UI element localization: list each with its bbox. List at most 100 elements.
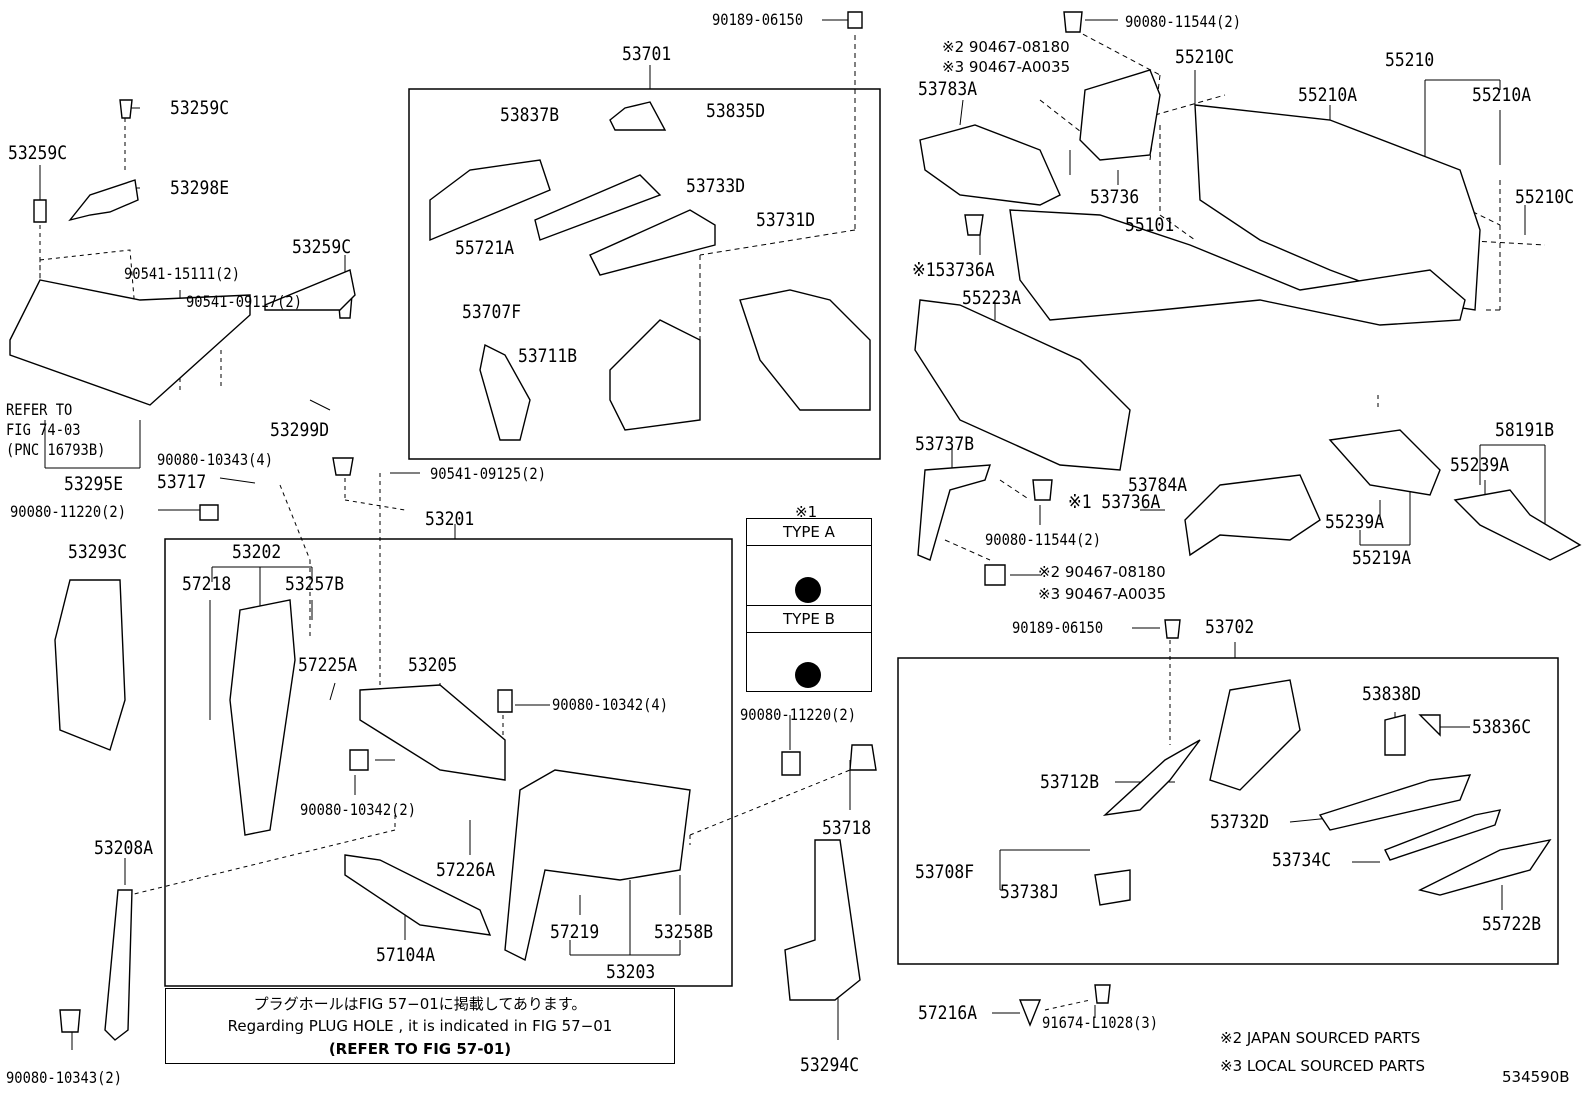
label-90541-09125[interactable]: 90541-09125(2)	[430, 464, 546, 483]
label-55210C-a[interactable]: 55210C	[1175, 46, 1235, 68]
label-90189-06150-mid[interactable]: 90189-06150	[1012, 618, 1104, 637]
footnote-japan: ※2 JAPAN SOURCED PARTS	[1220, 1029, 1421, 1047]
label-90080-10342-2[interactable]: 90080-10342(2)	[300, 800, 416, 819]
label-55721A[interactable]: 55721A	[455, 237, 515, 259]
label-53201[interactable]: 53201	[425, 508, 475, 530]
label-fig-74-03: FIG 74-03	[6, 420, 81, 439]
label-53717[interactable]: 53717	[157, 471, 207, 493]
label-90080-11220-mid[interactable]: 90080-11220(2)	[740, 705, 856, 724]
label-90080-11544-mid[interactable]: 90080-11544(2)	[985, 530, 1101, 549]
label-55210[interactable]: 55210	[1385, 49, 1435, 71]
label-57225A[interactable]: 57225A	[298, 654, 358, 676]
label-90080-10343-2[interactable]: 90080-10343(2)	[6, 1068, 122, 1087]
label-53736[interactable]: 53736	[1090, 186, 1140, 208]
label-55239A-b[interactable]: 55239A	[1325, 511, 1385, 533]
part-57104A	[344, 854, 492, 936]
label-90080-10343-4[interactable]: 90080-10343(4)	[157, 450, 273, 469]
label-53738J[interactable]: 53738J	[1000, 881, 1060, 903]
label-90467-A0035-mid[interactable]: ※3 90467-A0035	[1038, 585, 1167, 603]
label-55210A-a[interactable]: 55210A	[1298, 84, 1358, 106]
label-53203[interactable]: 53203	[606, 961, 656, 983]
part-53701-group	[429, 101, 871, 441]
type-a-label: TYPE A	[747, 519, 871, 546]
label-53835D[interactable]: 53835D	[706, 100, 766, 122]
part-53299D	[264, 269, 356, 311]
label-53259C-b[interactable]: 53259C	[8, 142, 68, 164]
label-53731D[interactable]: 53731D	[756, 209, 816, 231]
label-55210A-b[interactable]: 55210A	[1472, 84, 1532, 106]
label-55210C-b[interactable]: 55210C	[1515, 186, 1575, 208]
label-53711B[interactable]: 53711B	[518, 345, 578, 367]
label-90467-A0035-top[interactable]: ※3 90467-A0035	[942, 58, 1071, 76]
label-53259C-a[interactable]: 53259C	[170, 97, 230, 119]
label-53734C[interactable]: 53734C	[1272, 849, 1332, 871]
label-53205[interactable]: 53205	[408, 654, 458, 676]
part-55101	[1009, 209, 1466, 326]
type-legend-marker: ※1	[795, 503, 818, 521]
plug-note-jp: プラグホールはFIG 57−01に掲載してあります。	[253, 995, 587, 1013]
label-53736A-1[interactable]: ※153736A	[912, 259, 995, 281]
label-53259C-c[interactable]: 53259C	[292, 236, 352, 258]
group-box-53701	[408, 88, 881, 460]
footnote-local: ※3 LOCAL SOURCED PARTS	[1220, 1057, 1425, 1075]
label-90080-11220-left[interactable]: 90080-11220(2)	[10, 502, 126, 521]
label-53837B[interactable]: 53837B	[500, 104, 560, 126]
label-90541-15111[interactable]: 90541-15111(2)	[124, 264, 240, 283]
label-53732D[interactable]: 53732D	[1210, 811, 1270, 833]
label-90080-11544-top[interactable]: 90080-11544(2)	[1125, 12, 1241, 31]
label-57218[interactable]: 57218	[182, 573, 232, 595]
label-53258B[interactable]: 53258B	[654, 921, 714, 943]
label-55722B[interactable]: 55722B	[1482, 913, 1542, 935]
label-90080-10342-4[interactable]: 90080-10342(4)	[552, 695, 668, 714]
part-53205	[359, 684, 506, 781]
label-53737B[interactable]: 53737B	[915, 433, 975, 455]
label-57104A[interactable]: 57104A	[376, 944, 436, 966]
label-53702[interactable]: 53702	[1205, 616, 1255, 638]
label-53733D[interactable]: 53733D	[686, 175, 746, 197]
label-53295E[interactable]: 53295E	[64, 473, 124, 495]
part-53295E-cover	[9, 279, 251, 406]
label-57219[interactable]: 57219	[550, 921, 600, 943]
label-57216A[interactable]: 57216A	[918, 1002, 978, 1024]
label-90541-09117[interactable]: 90541-09117(2)	[186, 292, 302, 311]
group-box-53201	[164, 538, 733, 987]
label-53736A-2[interactable]: ※1 53736A	[1068, 491, 1161, 513]
label-58191B[interactable]: 58191B	[1495, 419, 1555, 441]
label-55223A[interactable]: 55223A	[962, 287, 1022, 309]
label-53836C[interactable]: 53836C	[1472, 716, 1532, 738]
label-55239A-a[interactable]: 55239A	[1450, 454, 1510, 476]
label-53838D[interactable]: 53838D	[1362, 683, 1422, 705]
label-pnc-16793B: (PNC 16793B)	[6, 440, 106, 459]
part-53784A	[1184, 474, 1321, 557]
part-53208A	[104, 889, 133, 1041]
type-a-icon	[795, 577, 821, 603]
plug-note-en: Regarding PLUG HOLE , it is indicated in…	[227, 1017, 613, 1035]
type-legend-box: TYPE A TYPE B	[746, 518, 872, 692]
label-53784A[interactable]: 53784A	[1128, 474, 1188, 496]
label-53208A[interactable]: 53208A	[94, 837, 154, 859]
label-53707F[interactable]: 53707F	[462, 301, 522, 323]
label-55101[interactable]: 55101	[1125, 214, 1175, 236]
label-55219A[interactable]: 55219A	[1352, 547, 1412, 569]
label-53293C[interactable]: 53293C	[68, 541, 128, 563]
part-55223A	[914, 299, 1131, 471]
label-53257B[interactable]: 53257B	[285, 573, 345, 595]
label-53298E[interactable]: 53298E	[170, 177, 230, 199]
label-53202[interactable]: 53202	[232, 541, 282, 563]
label-91674-L1028[interactable]: 91674-L1028(3)	[1042, 1013, 1158, 1032]
label-53718[interactable]: 53718	[822, 817, 872, 839]
label-53294C[interactable]: 53294C	[800, 1054, 860, 1076]
label-90189-06150-top[interactable]: 90189-06150	[712, 10, 804, 29]
part-53737B	[917, 464, 991, 561]
plug-hole-note: プラグホールはFIG 57−01に掲載してあります。 Regarding PLU…	[165, 988, 675, 1064]
label-90467-08180-mid[interactable]: ※2 90467-08180	[1038, 563, 1166, 581]
label-57226A[interactable]: 57226A	[436, 859, 496, 881]
label-53299D[interactable]: 53299D	[270, 419, 330, 441]
part-53783A	[919, 124, 1061, 206]
label-53708F[interactable]: 53708F	[915, 861, 975, 883]
label-53712B[interactable]: 53712B	[1040, 771, 1100, 793]
label-53701[interactable]: 53701	[622, 43, 672, 65]
label-53783A[interactable]: 53783A	[918, 78, 978, 100]
label-90467-08180-top[interactable]: ※2 90467-08180	[942, 38, 1070, 56]
